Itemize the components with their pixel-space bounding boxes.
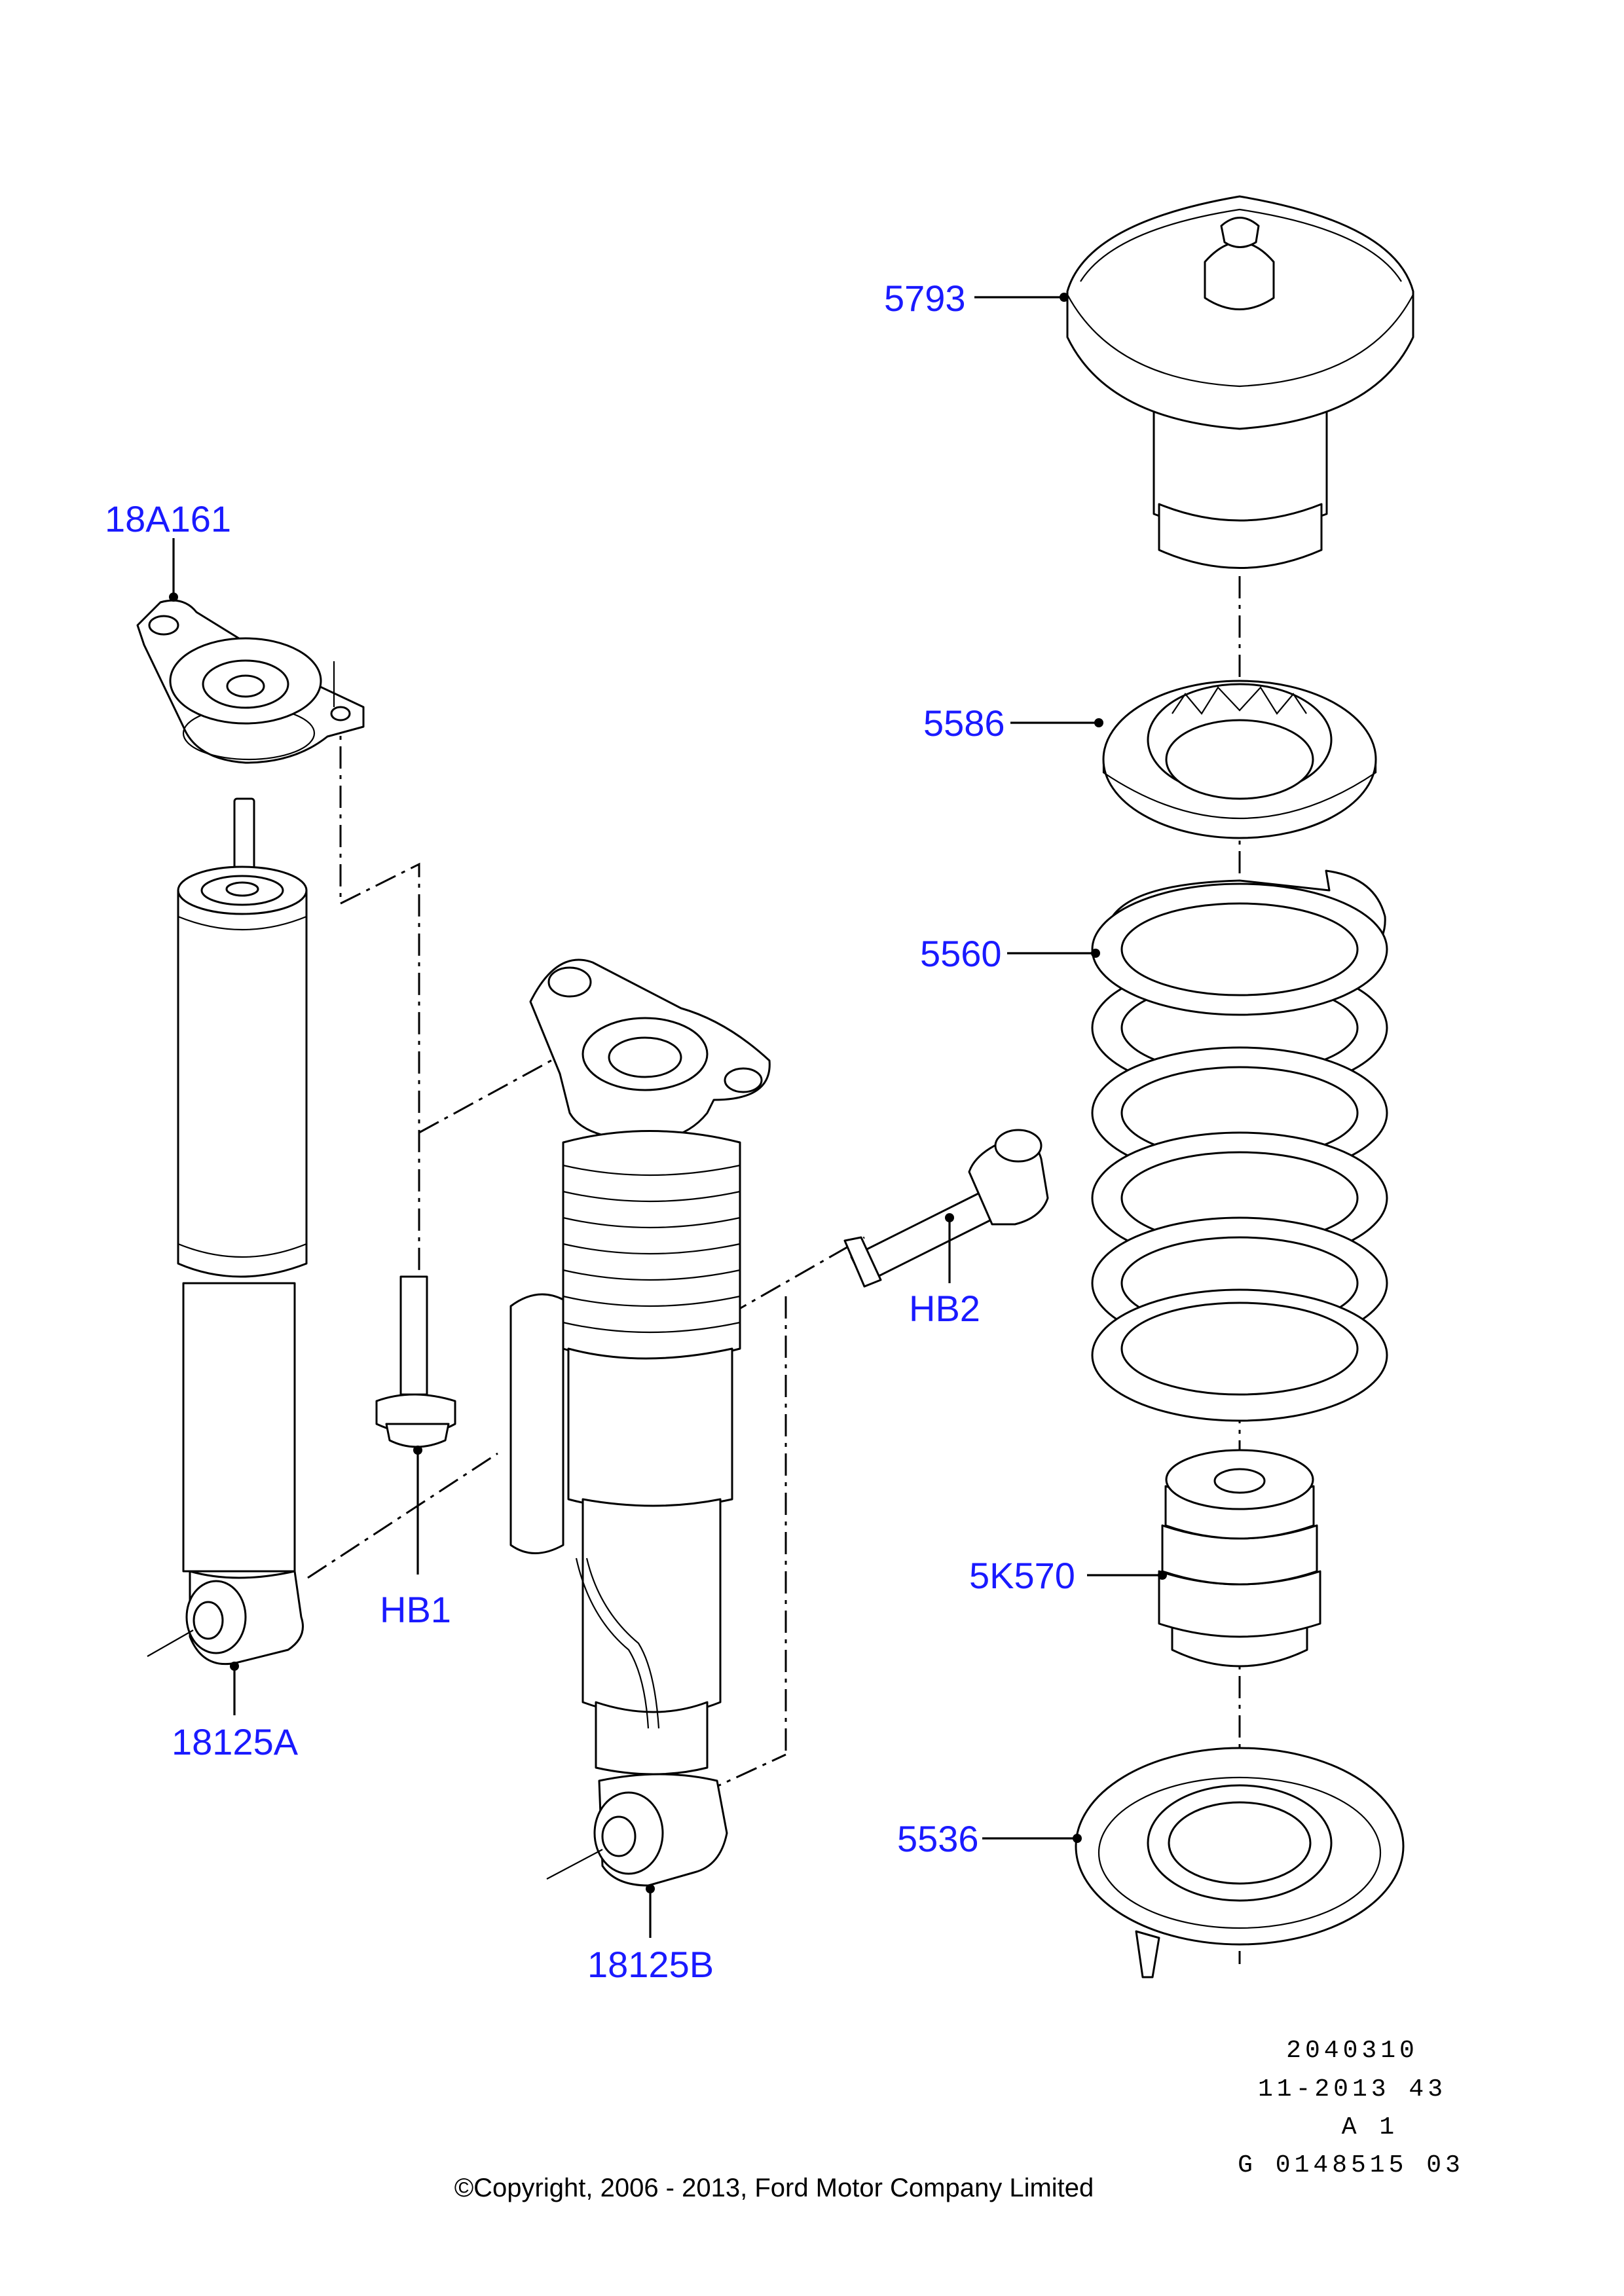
callout-5K570[interactable]: 5K570 — [969, 1555, 1075, 1596]
copyright-notice: ©Copyright, 2006 - 2013, Ford Motor Comp… — [454, 2174, 1094, 2202]
callout-HB2[interactable]: HB2 — [909, 1288, 980, 1329]
ref-line-1: 2040310 — [1286, 2037, 1418, 2065]
ref-line-4: G 0148515 03 — [1238, 2151, 1464, 2179]
assembly-centerlines — [249, 576, 1241, 1964]
callout-5586[interactable]: 5586 — [923, 702, 1005, 744]
part-5536-lower-seat — [1075, 1747, 1405, 1978]
ref-line-3: A 1 — [1342, 2113, 1398, 2141]
part-18125A-shock-absorber — [147, 797, 308, 1666]
ref-line-2: 11-2013 43 — [1258, 2075, 1447, 2104]
callout-labels: 5793 18A161 5586 5560 HB2 HB1 5K570 1812… — [105, 278, 1075, 1985]
part-18125B-air-shock — [509, 958, 771, 1887]
part-HB2-bolt — [843, 1129, 1049, 1288]
callout-5793[interactable]: 5793 — [884, 278, 966, 319]
part-5793-mount — [1066, 195, 1414, 569]
callout-18125A[interactable]: 18125A — [172, 1721, 299, 1762]
part-5K570-bump-stop — [1158, 1449, 1321, 1667]
callout-5560[interactable]: 5560 — [920, 933, 1002, 974]
part-HB1-bolt — [375, 1275, 456, 1448]
part-18A161-top-mount — [136, 599, 365, 764]
drawing-reference-block: 2040310 11-2013 43 A 1 G 0148515 03 — [1238, 2037, 1464, 2179]
part-5560-coil-spring — [1091, 869, 1388, 1422]
callout-5536[interactable]: 5536 — [897, 1818, 979, 1859]
callout-HB1[interactable]: HB1 — [380, 1589, 451, 1630]
part-5586-spring-seat — [1102, 680, 1377, 839]
callout-18125B[interactable]: 18125B — [587, 1944, 714, 1985]
callout-18A161[interactable]: 18A161 — [105, 498, 231, 539]
leader-lines — [169, 293, 1167, 1938]
